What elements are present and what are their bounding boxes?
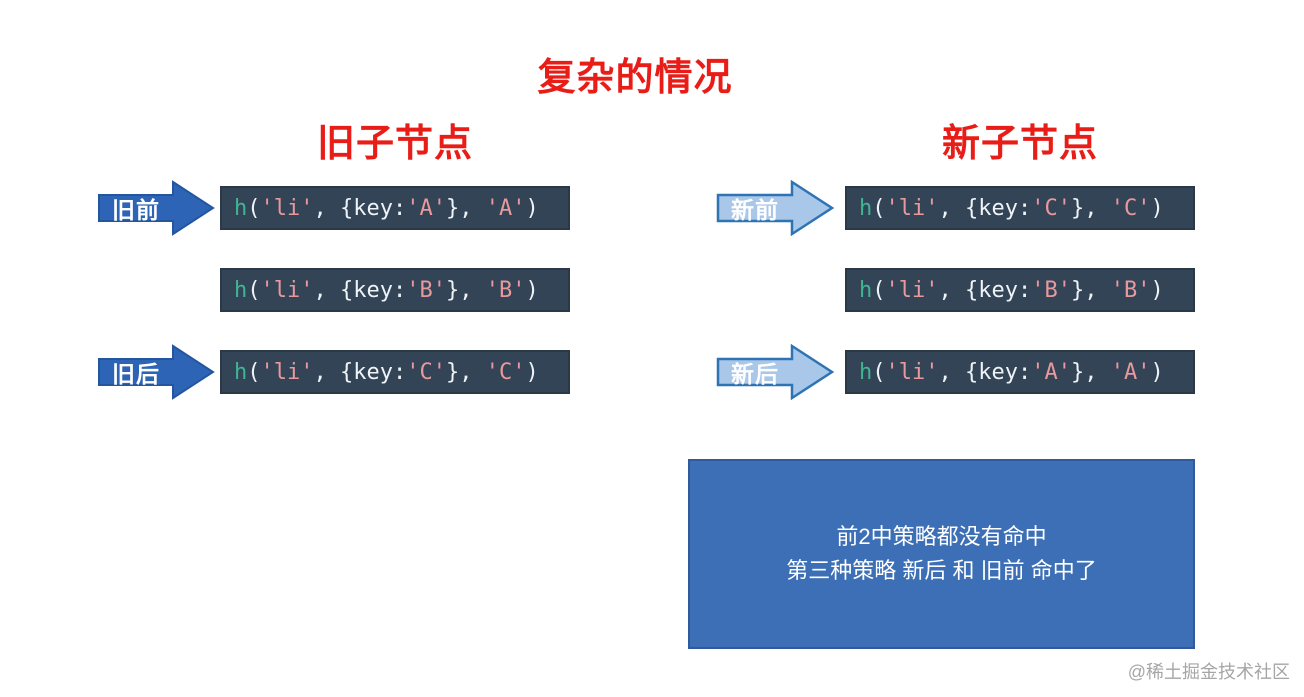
code-token-pun: ( bbox=[247, 359, 261, 385]
arrow-label: 旧前 bbox=[112, 197, 160, 223]
code-token-str: 'A' bbox=[406, 195, 446, 221]
code-token-pun: ( bbox=[247, 277, 261, 303]
code-token-pun: ) bbox=[525, 195, 539, 221]
code-token-pun: , {key: bbox=[938, 277, 1032, 303]
code-token-str: 'B' bbox=[406, 277, 446, 303]
arrow-label: 旧后 bbox=[112, 361, 160, 387]
code-token-pun: ) bbox=[525, 359, 539, 385]
code-token-str: 'B' bbox=[1110, 277, 1151, 303]
note-line: 第三种策略 新后 和 旧前 命中了 bbox=[786, 558, 1097, 583]
code-token-pun: , {key: bbox=[313, 195, 407, 221]
code-token-str: 'li' bbox=[260, 359, 314, 385]
code-token-str: 'li' bbox=[260, 195, 314, 221]
code-token-str: 'li' bbox=[885, 195, 939, 221]
code-token-str: 'B' bbox=[485, 277, 526, 303]
note-line: 前2中策略都没有命中 bbox=[836, 524, 1047, 549]
code-token-str: 'li' bbox=[885, 277, 939, 303]
code-token-fn: h bbox=[859, 359, 873, 385]
vnode-code-box: h('li', {key:'B'}, 'B') bbox=[845, 268, 1195, 312]
diagram-row: h('li', {key:'B'}, 'B') bbox=[717, 268, 1197, 312]
old-pointer-arrow-icon: 旧后 bbox=[98, 344, 215, 400]
vnode-code-box: h('li', {key:'C'}, 'C') bbox=[220, 350, 570, 394]
old-pointer-arrow-icon: 旧前 bbox=[98, 180, 215, 236]
code-token-str: 'C' bbox=[1110, 195, 1151, 221]
vnode-code-box: h('li', {key:'B'}, 'B') bbox=[220, 268, 570, 312]
code-token-pun: , {key: bbox=[938, 359, 1032, 385]
code-token-pun: }, bbox=[1070, 359, 1111, 385]
strategy-note-box: 前2中策略都没有命中 第三种策略 新后 和 旧前 命中了 bbox=[688, 459, 1195, 649]
code-token-fn: h bbox=[859, 277, 873, 303]
code-token-str: 'A' bbox=[1031, 359, 1071, 385]
new-pointer-arrow-icon: 新后 bbox=[716, 343, 835, 401]
page-title: 复杂的情况 bbox=[537, 57, 733, 99]
code-token-pun: ) bbox=[1150, 195, 1164, 221]
arrow-label: 新后 bbox=[731, 361, 779, 387]
code-token-pun: ( bbox=[872, 195, 886, 221]
vnode-code-box: h('li', {key:'A'}, 'A') bbox=[845, 350, 1195, 394]
code-token-pun: }, bbox=[445, 277, 486, 303]
code-token-pun: ( bbox=[872, 359, 886, 385]
arrow-label: 新前 bbox=[731, 197, 779, 223]
code-token-pun: }, bbox=[1070, 195, 1111, 221]
code-token-str: 'B' bbox=[1031, 277, 1071, 303]
new-children-heading: 新子节点 bbox=[941, 123, 1098, 165]
code-token-str: 'C' bbox=[406, 359, 446, 385]
code-token-pun: ) bbox=[1150, 359, 1164, 385]
code-token-pun: , {key: bbox=[313, 277, 407, 303]
code-token-pun: }, bbox=[445, 359, 486, 385]
code-token-pun: ) bbox=[525, 277, 539, 303]
vnode-code-box: h('li', {key:'A'}, 'A') bbox=[220, 186, 570, 230]
code-token-pun: , {key: bbox=[313, 359, 407, 385]
code-token-str: 'A' bbox=[485, 195, 526, 221]
code-token-str: 'C' bbox=[485, 359, 526, 385]
diagram-row: h('li', {key:'B'}, 'B') bbox=[98, 268, 578, 312]
code-token-str: 'li' bbox=[260, 277, 314, 303]
code-token-pun: ( bbox=[247, 195, 261, 221]
watermark-text: @稀土掘金技术社区 bbox=[1127, 662, 1290, 682]
code-token-pun: ( bbox=[872, 277, 886, 303]
code-token-str: 'A' bbox=[1110, 359, 1151, 385]
vnode-code-box: h('li', {key:'C'}, 'C') bbox=[845, 186, 1195, 230]
code-token-fn: h bbox=[859, 195, 873, 221]
new-pointer-arrow-icon: 新前 bbox=[716, 179, 835, 237]
code-token-pun: ) bbox=[1150, 277, 1164, 303]
code-token-fn: h bbox=[234, 359, 248, 385]
old-children-heading: 旧子节点 bbox=[316, 123, 473, 165]
code-token-fn: h bbox=[234, 195, 248, 221]
code-token-fn: h bbox=[234, 277, 248, 303]
code-token-str: 'li' bbox=[885, 359, 939, 385]
code-token-pun: , {key: bbox=[938, 195, 1032, 221]
code-token-pun: }, bbox=[1070, 277, 1111, 303]
code-token-pun: }, bbox=[445, 195, 486, 221]
code-token-str: 'C' bbox=[1031, 195, 1071, 221]
